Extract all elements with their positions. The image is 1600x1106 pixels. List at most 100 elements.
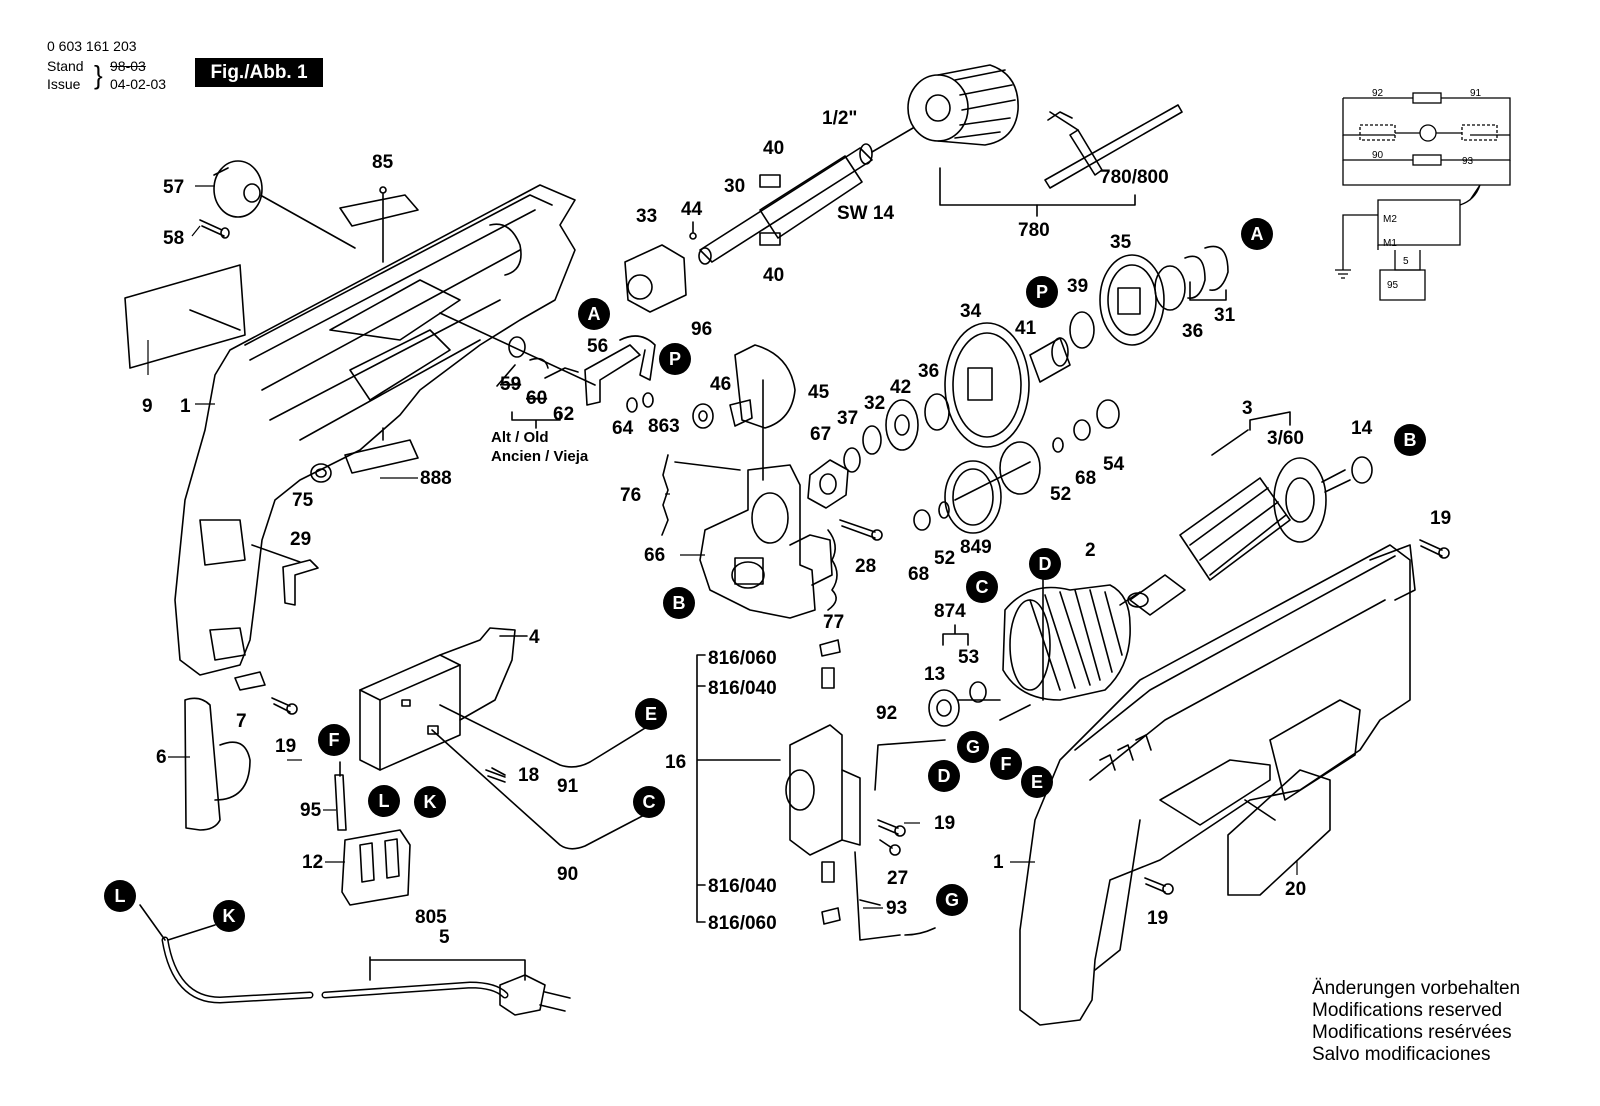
label-19-a: 19 <box>275 736 296 757</box>
label-780-800: 780/800 <box>1100 167 1169 188</box>
power-cable <box>161 936 314 1004</box>
callout-D1: D <box>1039 554 1052 574</box>
label-874: 874 <box>934 601 966 622</box>
nut-67 <box>807 459 849 509</box>
label-90: 90 <box>557 864 578 885</box>
label-75: 75 <box>292 490 314 511</box>
label-92: 92 <box>876 703 897 724</box>
end-cap <box>213 160 356 249</box>
label-36-b: 36 <box>1182 321 1203 342</box>
label-40-b: 40 <box>763 265 784 286</box>
circuit-5: 5 <box>1403 256 1409 267</box>
label-816-040-b: 816/040 <box>708 876 777 897</box>
label-12: 12 <box>302 852 323 873</box>
callout-E2: E <box>1031 772 1043 792</box>
callout-C2: C <box>643 792 656 812</box>
label-19-c: 19 <box>934 813 955 834</box>
callout-F2: F <box>1001 754 1012 774</box>
callout-B2: B <box>1404 430 1417 450</box>
label-19-d: 19 <box>1147 908 1168 929</box>
label-54: 54 <box>1103 454 1125 475</box>
label-27: 27 <box>887 868 908 889</box>
cable-clamp <box>341 829 411 906</box>
label-36-a: 36 <box>918 361 939 382</box>
label-1-right: 1 <box>993 852 1004 873</box>
alt-note-line1: Alt / Old <box>491 429 549 446</box>
label-31: 31 <box>1214 305 1236 326</box>
label-863: 863 <box>648 416 680 437</box>
label-35: 35 <box>1110 232 1132 253</box>
issue-label: Issue <box>47 76 81 92</box>
gear-34 <box>944 322 1030 448</box>
callout-G2: G <box>945 890 959 910</box>
circuit-93: 93 <box>1462 156 1474 167</box>
label-half-inch: 1/2" <box>822 108 857 129</box>
label-46: 46 <box>710 374 731 395</box>
footer-line-1: Änderungen vorbehalten <box>1312 978 1521 999</box>
figure-badge: Fig./Abb. 1 <box>195 58 323 87</box>
label-805: 805 <box>415 907 447 928</box>
label-77: 77 <box>823 612 844 633</box>
label-9: 9 <box>142 396 153 417</box>
label-67: 67 <box>810 424 831 445</box>
label-plate-85 <box>339 194 419 227</box>
label-57: 57 <box>163 177 184 198</box>
callout-P2: P <box>1036 282 1048 302</box>
label-6: 6 <box>156 747 167 768</box>
footer-line-2: Modifications reserved <box>1312 1000 1503 1021</box>
callout-D2: D <box>938 766 951 786</box>
label-780: 780 <box>1018 220 1050 241</box>
housing-left <box>174 184 576 676</box>
gear-housing-66 <box>699 464 833 619</box>
label-40-a: 40 <box>763 138 784 159</box>
sleeve-41 <box>1029 337 1071 383</box>
chuck-key <box>1044 104 1183 189</box>
label-888: 888 <box>420 468 452 489</box>
stand-value: 98-03 <box>110 58 146 74</box>
label-96: 96 <box>691 319 712 340</box>
circuit-m1: M1 <box>1383 238 1397 249</box>
label-52-a: 52 <box>1050 484 1071 505</box>
label-plate-888 <box>344 439 419 474</box>
drill-chuck <box>907 64 1019 146</box>
circuit-m2: M2 <box>1383 214 1397 225</box>
gear-35 <box>1099 254 1165 346</box>
wiring-schematic <box>1335 92 1511 301</box>
label-32: 32 <box>864 393 885 414</box>
footer-line-4: Salvo modificaciones <box>1312 1044 1491 1065</box>
label-30: 30 <box>724 176 745 197</box>
label-816-060-b: 816/060 <box>708 913 777 934</box>
label-sw14: SW 14 <box>837 203 894 224</box>
label-33: 33 <box>636 206 657 227</box>
label-20: 20 <box>1285 879 1306 900</box>
callout-K1: K <box>424 792 437 812</box>
label-29: 29 <box>290 529 311 550</box>
label-13: 13 <box>924 664 945 685</box>
callout-A2: A <box>1251 224 1264 244</box>
label-plate-9 <box>124 264 246 369</box>
label-42: 42 <box>890 377 911 398</box>
screw-58 <box>199 219 230 239</box>
armature <box>1119 457 1351 616</box>
label-816-060-a: 816/060 <box>708 648 777 669</box>
spindle <box>698 127 914 265</box>
gear-849 <box>944 441 1041 534</box>
label-76: 76 <box>620 485 641 506</box>
clutch-42 <box>885 399 919 451</box>
label-95: 95 <box>300 800 322 821</box>
bearing-33 <box>624 244 687 313</box>
header-brace: } <box>94 60 103 90</box>
label-34: 34 <box>960 301 982 322</box>
label-56: 56 <box>587 336 608 357</box>
label-plate-20 <box>1227 769 1331 896</box>
field-coil <box>1002 577 1131 701</box>
stand-label: Stand <box>47 58 84 74</box>
switch <box>359 627 528 771</box>
label-91: 91 <box>557 776 579 797</box>
label-44: 44 <box>681 199 703 220</box>
label-52-b: 52 <box>934 548 955 569</box>
circuit-92: 92 <box>1372 88 1384 99</box>
label-45: 45 <box>808 382 830 403</box>
aux-handle <box>184 697 221 831</box>
